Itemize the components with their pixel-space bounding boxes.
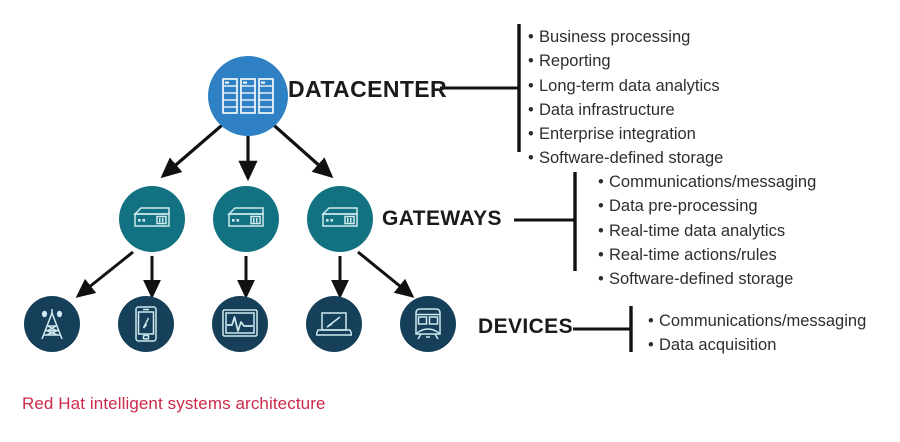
gateway-server-icon bbox=[225, 205, 267, 233]
arrow-gateways-to-devices bbox=[75, 250, 415, 299]
radio-tower-icon bbox=[36, 307, 68, 341]
node-gateway-2[interactable] bbox=[213, 186, 279, 252]
group-label-datacenter: DATACENTER bbox=[288, 76, 448, 102]
group-label-devices: DEVICES bbox=[478, 315, 573, 338]
list-item: Long-term data analytics bbox=[528, 74, 723, 98]
server-rack-icon bbox=[222, 77, 274, 115]
bullet-list-devices: Communications/messaging Data acquisitio… bbox=[648, 309, 866, 358]
bracket-devices bbox=[573, 306, 633, 352]
list-item: Real-time actions/rules bbox=[598, 243, 816, 267]
node-device-laptop[interactable] bbox=[306, 296, 362, 352]
medical-monitor-icon bbox=[222, 309, 258, 339]
node-gateway-3[interactable] bbox=[307, 186, 373, 252]
list-item: Data infrastructure bbox=[528, 98, 723, 122]
list-item: Real-time data analytics bbox=[598, 219, 816, 243]
node-device-medical-monitor[interactable] bbox=[212, 296, 268, 352]
list-item: Reporting bbox=[528, 49, 723, 73]
list-item: Communications/messaging bbox=[648, 309, 866, 333]
list-item: Communications/messaging bbox=[598, 170, 816, 194]
list-item: Enterprise integration bbox=[528, 122, 723, 146]
list-item: Data pre-processing bbox=[598, 194, 816, 218]
list-item: Software-defined storage bbox=[528, 146, 723, 170]
node-gateway-1[interactable] bbox=[119, 186, 185, 252]
node-device-tower[interactable] bbox=[24, 296, 80, 352]
node-datacenter[interactable] bbox=[208, 56, 288, 136]
diagram-caption: Red Hat intelligent systems architecture bbox=[22, 394, 326, 413]
bullet-list-datacenter: Business processing Reporting Long-term … bbox=[528, 25, 723, 171]
gateway-server-icon bbox=[319, 205, 361, 233]
bracket-gateways bbox=[514, 172, 577, 271]
list-item: Data acquisition bbox=[648, 333, 866, 357]
bracket-datacenter bbox=[440, 24, 521, 152]
train-icon bbox=[413, 307, 443, 341]
node-device-train[interactable] bbox=[400, 296, 456, 352]
gateway-server-icon bbox=[131, 205, 173, 233]
smartphone-icon bbox=[134, 306, 158, 342]
laptop-icon bbox=[316, 310, 352, 338]
group-label-gateways: GATEWAYS bbox=[382, 207, 502, 230]
list-item: Software-defined storage bbox=[598, 267, 816, 291]
node-device-smartphone[interactable] bbox=[118, 296, 174, 352]
list-item: Business processing bbox=[528, 25, 723, 49]
bullet-list-gateways: Communications/messaging Data pre-proces… bbox=[598, 170, 816, 291]
